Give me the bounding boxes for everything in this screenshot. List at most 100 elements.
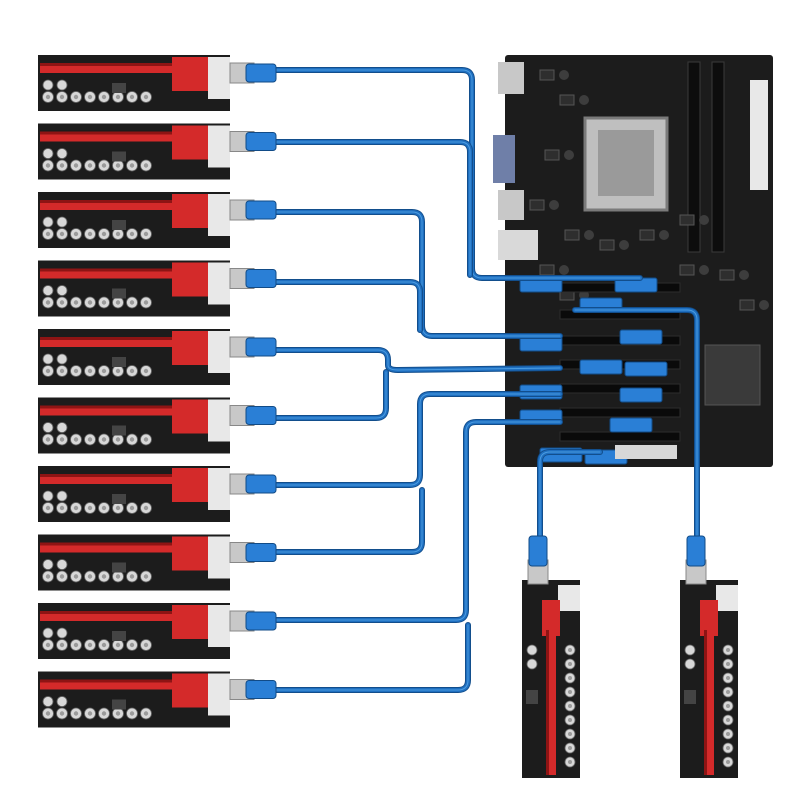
- riser-red-connector: [172, 125, 208, 160]
- riser-capacitor-top: [115, 437, 121, 442]
- riser-capacitor-top: [568, 648, 572, 652]
- riser-slot-edge: [40, 337, 180, 340]
- riser-slot-edge: [546, 630, 549, 775]
- riser-capacitor-top: [568, 760, 572, 764]
- riser-capacitor-top: [568, 676, 572, 680]
- riser-power-connector: [208, 125, 230, 168]
- riser-card: [38, 397, 277, 454]
- usb-plug: [245, 406, 277, 425]
- riser-red-connector: [542, 600, 560, 636]
- riser-capacitor-top: [87, 231, 93, 237]
- riser-capacitor-top: [73, 231, 79, 237]
- riser-capacitor-top: [101, 94, 107, 100]
- mb-capacitor: [759, 300, 769, 310]
- riser-chip: [112, 288, 126, 299]
- bottom-riser-cards: [522, 535, 738, 778]
- riser-capacitor-top: [73, 711, 79, 716]
- riser-capacitor: [56, 79, 68, 91]
- usb-cable-highlight: [274, 489, 423, 553]
- riser-capacitor-top: [87, 368, 93, 374]
- usb-cable-highlight: [274, 349, 561, 371]
- riser-capacitor-top: [115, 642, 121, 648]
- riser-capacitor-top: [129, 368, 135, 374]
- riser-capacitor-top: [568, 704, 572, 708]
- riser-capacitor-top: [129, 94, 135, 100]
- riser-power-connector: [208, 399, 230, 442]
- riser-chip: [112, 425, 126, 436]
- mb-usb-connector: [619, 329, 663, 345]
- riser-capacitor-top: [726, 648, 730, 652]
- riser-capacitor: [56, 148, 68, 159]
- riser-capacitor: [42, 216, 54, 228]
- riser-slot-edge: [40, 131, 180, 135]
- usb-plug: [245, 269, 277, 288]
- riser-capacitor-top: [115, 94, 121, 100]
- atx-power-connector: [750, 80, 768, 190]
- riser-capacitor-top: [726, 662, 730, 666]
- usb-cable-highlight: [274, 393, 561, 486]
- riser-capacitor-top: [101, 231, 107, 237]
- mb-component: [679, 264, 695, 276]
- riser-red-connector: [172, 468, 208, 502]
- usb-plug: [245, 611, 277, 631]
- riser-power-connector: [208, 262, 230, 305]
- riser-capacitor: [526, 658, 538, 670]
- mb-capacitor: [559, 265, 569, 275]
- riser-capacitor-top: [45, 711, 51, 716]
- riser-capacitor-top: [726, 746, 730, 750]
- riser-capacitor-top: [59, 231, 65, 237]
- riser-capacitor-top: [101, 163, 107, 168]
- riser-capacitor-top: [73, 300, 79, 305]
- riser-capacitor-top: [568, 662, 572, 666]
- riser-capacitor-top: [45, 574, 51, 579]
- mb-capacitor: [699, 215, 709, 225]
- riser-capacitor-top: [87, 574, 93, 579]
- riser-card: [38, 260, 277, 317]
- riser-capacitor-top: [87, 642, 93, 648]
- left-riser-cards: [38, 55, 277, 728]
- riser-card-vertical: [680, 535, 738, 778]
- riser-capacitor: [56, 696, 68, 707]
- usb-plug: [245, 200, 277, 220]
- riser-capacitor-top: [73, 437, 79, 442]
- riser-card: [38, 192, 277, 248]
- riser-chip: [526, 690, 538, 704]
- ram-slot: [711, 61, 725, 253]
- riser-capacitor-top: [568, 732, 572, 736]
- usb-cable-highlight: [274, 141, 471, 276]
- riser-capacitor: [684, 658, 696, 670]
- riser-capacitor-top: [143, 94, 149, 100]
- riser-capacitor-top: [73, 163, 79, 168]
- riser-capacitor-top: [101, 642, 107, 648]
- riser-capacitor-top: [726, 676, 730, 680]
- riser-capacitor-top: [101, 711, 107, 716]
- riser-card-vertical: [522, 535, 580, 778]
- riser-capacitor-top: [45, 163, 51, 168]
- usb-plug: [686, 535, 706, 567]
- riser-card: [38, 603, 277, 659]
- motherboard-components: [529, 69, 769, 311]
- riser-capacitor-top: [143, 300, 149, 305]
- mb-usb-connector: [619, 387, 663, 403]
- riser-capacitor-top: [726, 732, 730, 736]
- mb-usb-connector: [609, 417, 653, 433]
- riser-capacitor-top: [73, 94, 79, 100]
- riser-capacitor-top: [115, 231, 121, 237]
- riser-pcie-slot: [40, 474, 180, 484]
- riser-capacitor: [56, 490, 68, 502]
- usb-plug: [245, 63, 277, 83]
- riser-capacitor-top: [726, 760, 730, 764]
- riser-capacitor: [56, 422, 68, 433]
- riser-card: [38, 671, 277, 728]
- riser-power-connector: [208, 57, 230, 99]
- riser-capacitor-top: [726, 718, 730, 722]
- usb-cable-highlight: [274, 211, 561, 337]
- riser-red-connector: [172, 673, 208, 708]
- mb-usb-connector: [624, 361, 668, 377]
- riser-card: [38, 534, 277, 591]
- riser-capacitor-top: [45, 94, 51, 100]
- usb-cables: [272, 67, 700, 693]
- riser-power-connector: [208, 605, 230, 647]
- riser-chip: [112, 220, 126, 230]
- riser-capacitor-top: [101, 300, 107, 305]
